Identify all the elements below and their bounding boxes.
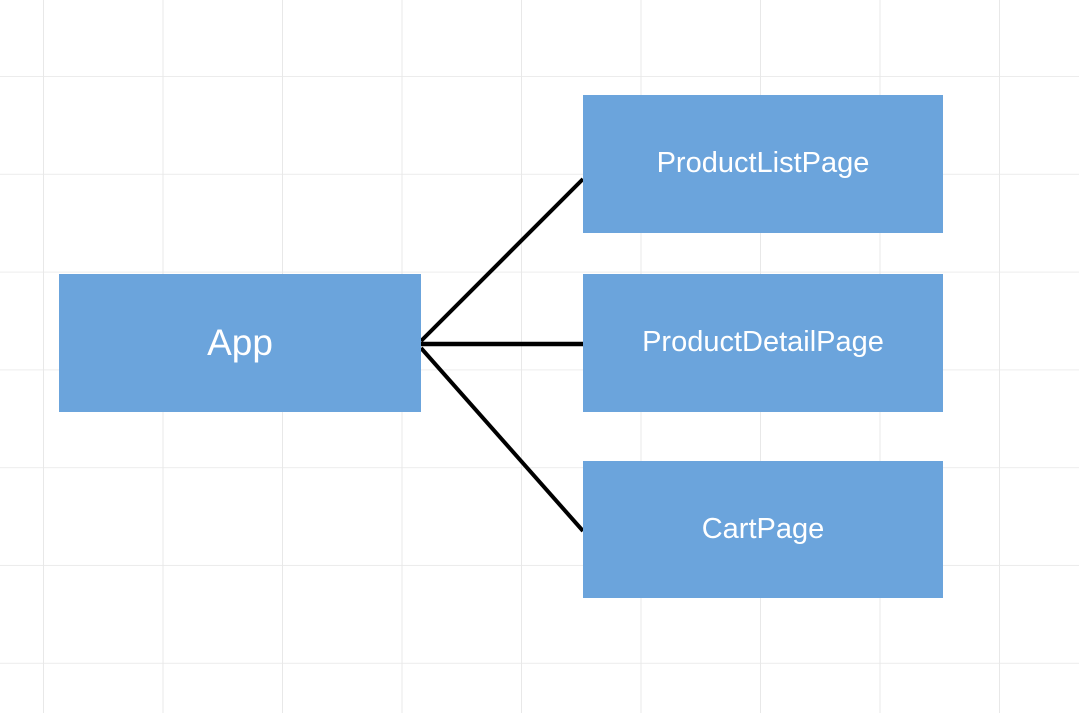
node-product-list-page-label: ProductListPage — [656, 147, 870, 180]
node-app-label: App — [207, 321, 273, 363]
node-product-detail-page[interactable]: ProductDetailPage — [583, 274, 943, 412]
node-cart-page-label: CartPage — [701, 512, 825, 545]
node-product-list-page[interactable]: ProductListPage — [583, 95, 943, 233]
node-app[interactable]: App — [59, 274, 421, 412]
edge-app-to-cartpage — [419, 346, 585, 533]
node-cart-page[interactable]: CartPage — [583, 461, 943, 598]
edge-app-to-productlistpage — [419, 177, 585, 343]
node-product-detail-page-label: ProductDetailPage — [642, 326, 884, 359]
